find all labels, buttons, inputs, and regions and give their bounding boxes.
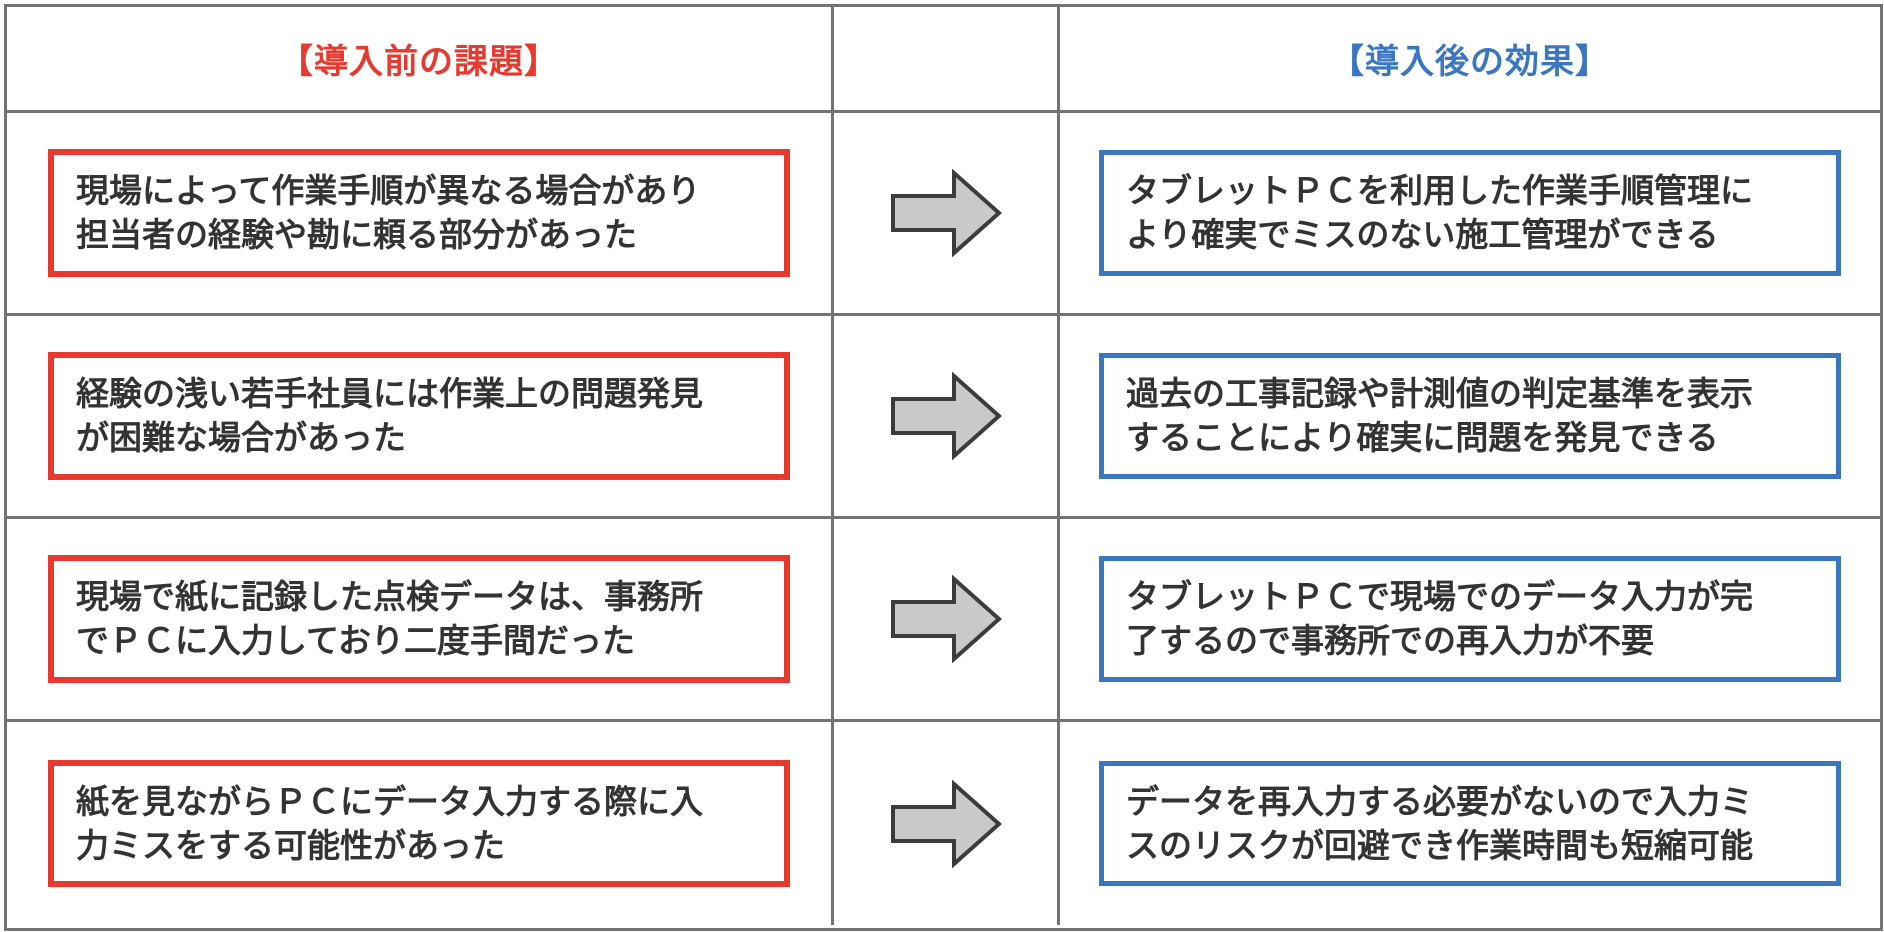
comparison-table: 【導入前の課題】 【導入後の効果】 現場によって作業手順が異なる場合があり 担当… bbox=[4, 4, 1883, 931]
arrow-cell-row2 bbox=[834, 316, 1060, 519]
after-box-row3: タブレットＰＣで現場でのデータ入力が完 了するので事務所での再入力が不要 bbox=[1099, 556, 1841, 682]
before-cell-row3: 現場で紙に記録した点検データは、事務所 でＰＣに入力しており二度手間だった bbox=[7, 519, 834, 722]
before-box-row4: 紙を見ながらＰＣにデータ入力する際に入 力ミスをする可能性があった bbox=[48, 759, 790, 888]
before-cell-row2: 経験の浅い若手社員には作業上の問題発見 が困難な場合があった bbox=[7, 316, 834, 519]
before-box-row3: 現場で紙に記録した点検データは、事務所 でＰＣに入力しており二度手間だった bbox=[48, 555, 790, 683]
after-cell-row4: データを再入力する必要がないので入力ミ スのリスクが回避でき作業時間も短縮可能 bbox=[1060, 722, 1880, 925]
after-box-row2: 過去の工事記録や計測値の判定基準を表示 することにより確実に問題を発見できる bbox=[1099, 353, 1841, 479]
arrow-cell-row3 bbox=[834, 519, 1060, 722]
after-box-row4: データを再入力する必要がないので入力ミ スのリスクが回避でき作業時間も短縮可能 bbox=[1099, 760, 1841, 887]
before-header-cell: 【導入前の課題】 bbox=[7, 7, 834, 113]
before-box-row1: 現場によって作業手順が異なる場合があり 担当者の経験や勘に頼る部分があった bbox=[48, 149, 790, 277]
before-box-row2: 経験の浅い若手社員には作業上の問題発見 が困難な場合があった bbox=[48, 352, 790, 480]
after-cell-row1: タブレットＰＣを利用した作業手順管理に より確実でミスのない施工管理ができる bbox=[1060, 113, 1880, 316]
right-arrow-icon bbox=[890, 779, 1002, 868]
after-box-row1: タブレットＰＣを利用した作業手順管理に より確実でミスのない施工管理ができる bbox=[1099, 150, 1841, 276]
before-header-label: 【導入前の課題】 bbox=[279, 43, 559, 81]
before-cell-row1: 現場によって作業手順が異なる場合があり 担当者の経験や勘に頼る部分があった bbox=[7, 113, 834, 316]
right-arrow-icon bbox=[890, 372, 1002, 460]
header-spacer-cell bbox=[834, 7, 1060, 113]
after-header-label: 【導入後の効果】 bbox=[1330, 43, 1610, 81]
after-cell-row2: 過去の工事記録や計測値の判定基準を表示 することにより確実に問題を発見できる bbox=[1060, 316, 1880, 519]
after-header-cell: 【導入後の効果】 bbox=[1060, 7, 1880, 113]
before-cell-row4: 紙を見ながらＰＣにデータ入力する際に入 力ミスをする可能性があった bbox=[7, 722, 834, 925]
arrow-cell-row1 bbox=[834, 113, 1060, 316]
right-arrow-icon bbox=[890, 169, 1002, 257]
arrow-cell-row4 bbox=[834, 722, 1060, 925]
after-cell-row3: タブレットＰＣで現場でのデータ入力が完 了するので事務所での再入力が不要 bbox=[1060, 519, 1880, 722]
right-arrow-icon bbox=[890, 575, 1002, 663]
